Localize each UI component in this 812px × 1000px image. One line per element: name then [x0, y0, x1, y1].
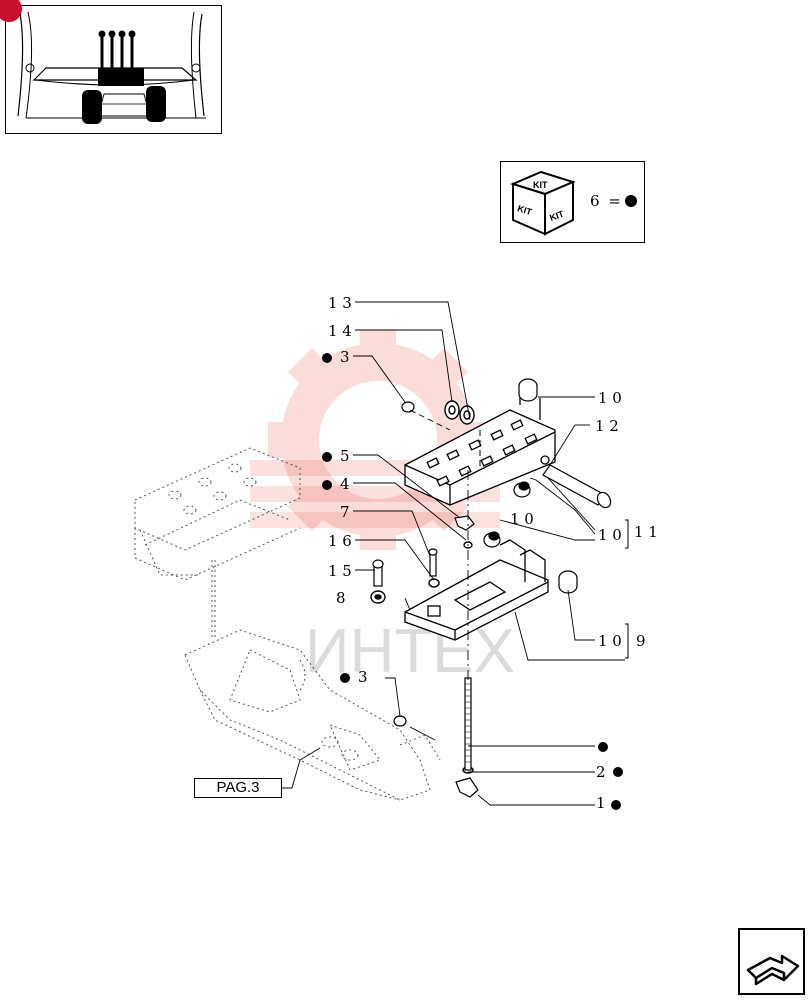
- bullet-icon: [624, 195, 637, 207]
- upper-bracket: [404, 390, 556, 506]
- callout-10-group11: 1 0: [598, 526, 622, 544]
- callout-5: 5: [340, 447, 350, 465]
- kit-legend-box: KIT KIT KIT: [500, 161, 645, 243]
- callout-8: 8: [336, 589, 346, 607]
- kit-face-left: KIT: [516, 203, 533, 217]
- callout-11: 1 1: [634, 523, 658, 541]
- callout-3-upper: 3: [340, 348, 350, 366]
- watermark-text: ИНТЕХ: [305, 617, 515, 686]
- callout-3-lower: 3: [358, 668, 368, 686]
- tractor-cab-levers-icon: [17, 11, 206, 124]
- kit-face-top: KIT: [533, 180, 548, 190]
- next-page-button[interactable]: [738, 928, 805, 995]
- leader-lines: [353, 301, 625, 806]
- bullet-icon: [611, 800, 621, 810]
- bullet-icon: [598, 742, 608, 752]
- callout-13: 1 3: [328, 294, 352, 312]
- kit-legend-text: 6 =: [590, 192, 637, 210]
- next-page-arrow-icon: [746, 954, 800, 986]
- callout-16: 1 6: [328, 532, 352, 550]
- group-brackets: [625, 519, 629, 659]
- callout-1: 1: [596, 794, 606, 812]
- bullet-icon: [322, 452, 332, 462]
- callout-9: 9: [636, 632, 646, 650]
- callout-2: 2: [596, 763, 606, 781]
- bullet-icon: [613, 767, 623, 777]
- threaded-rod: [464, 677, 472, 771]
- callout-15: 1 5: [328, 562, 352, 580]
- bullet-icon: [322, 353, 332, 363]
- callout-7: 7: [340, 503, 350, 521]
- callout-12: 1 2: [595, 417, 619, 435]
- kit-face-right: KIT: [548, 209, 566, 224]
- kit-box-icon: KIT KIT KIT: [510, 170, 576, 236]
- bullet-icon: [340, 673, 350, 683]
- bullet-icon: [322, 480, 332, 490]
- page-reference-button[interactable]: PAG.3: [194, 778, 282, 798]
- callout-labels: 1 3 1 4 3 5 4 7 1 6 1 5 8 3 1 0 1 2 1 0 …: [322, 294, 658, 812]
- lower-plate: [404, 539, 549, 641]
- washers: [370, 400, 475, 774]
- grease-fittings: [454, 515, 479, 798]
- pin-12: [542, 464, 612, 509]
- callout-10-group9: 1 0: [598, 632, 622, 650]
- corner-marker: [0, 0, 22, 22]
- callout-10-top: 1 0: [598, 389, 622, 407]
- callout-4: 4: [340, 475, 350, 493]
- dotted-assembly-upper: [134, 447, 301, 640]
- callout-10-mid: 1 0: [510, 510, 534, 528]
- kit-legend-label: 6 =: [590, 192, 623, 210]
- tractor-thumbnail: [0, 0, 222, 134]
- bolts: [372, 548, 438, 587]
- callout-14: 1 4: [328, 322, 352, 340]
